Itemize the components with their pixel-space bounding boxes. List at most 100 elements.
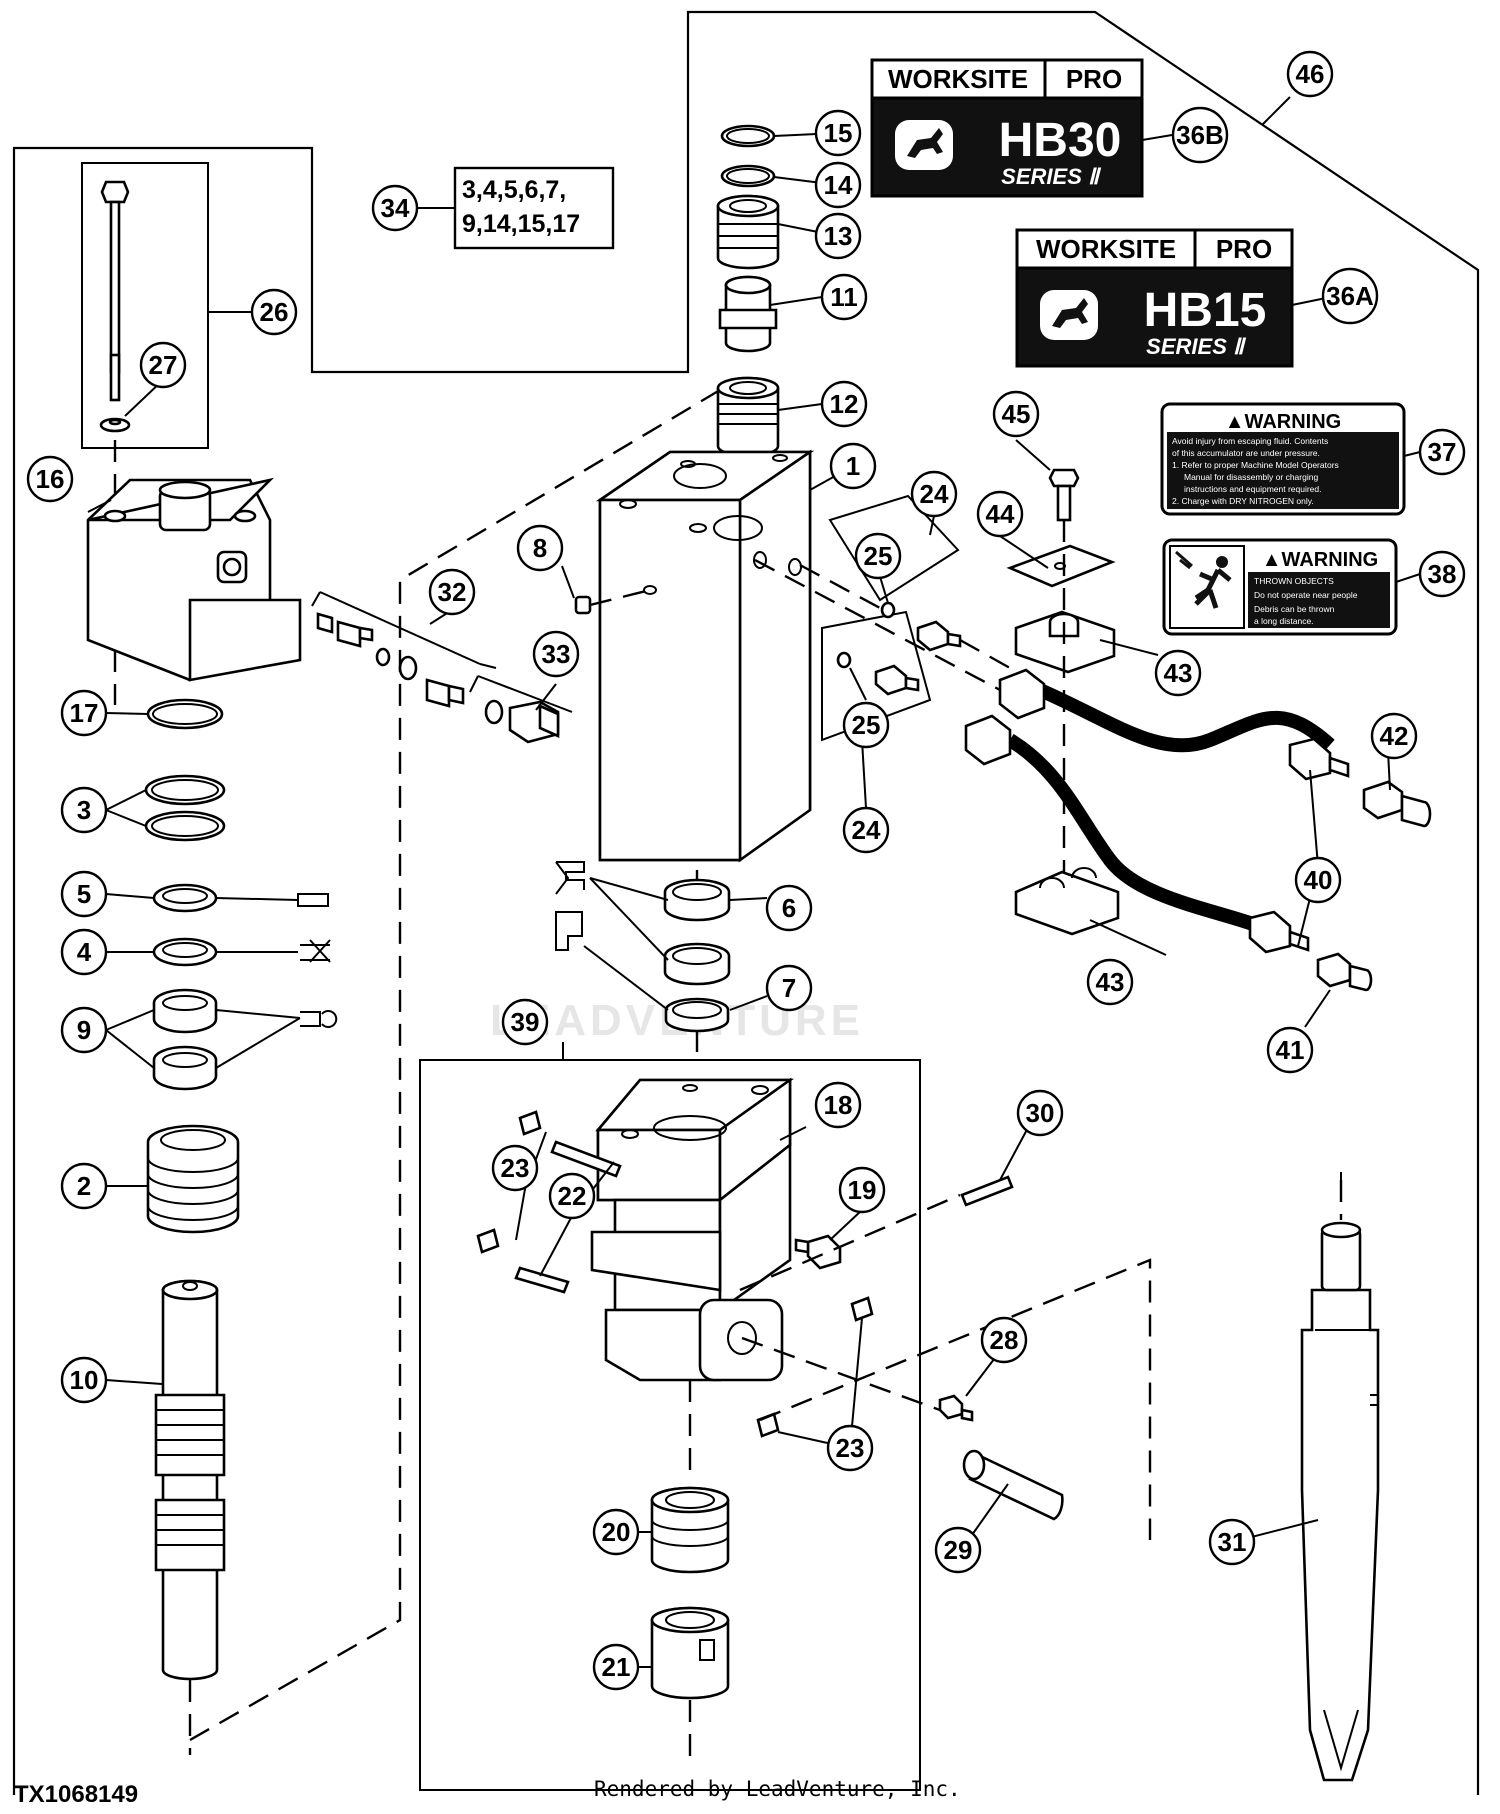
fitting-kit-24-lower bbox=[821, 610, 932, 742]
decal-hb15: WORKSITE PRO HB15 SERIES Ⅱ bbox=[1015, 228, 1294, 368]
svg-text:31: 31 bbox=[1218, 1527, 1247, 1557]
running-person-icon bbox=[1175, 550, 1232, 609]
callout-36A: 36A bbox=[1321, 267, 1379, 325]
front-head-box bbox=[419, 1059, 921, 1791]
svg-text:46: 46 bbox=[1296, 59, 1325, 89]
warning-37-title: ▲WARNING bbox=[1225, 411, 1341, 433]
sleeve-part bbox=[146, 1124, 240, 1234]
svg-text:44: 44 bbox=[986, 499, 1015, 529]
svg-text:32: 32 bbox=[438, 577, 467, 607]
callout-13: 13 bbox=[814, 212, 862, 260]
svg-text:22: 22 bbox=[558, 1181, 587, 1211]
svg-text:36B: 36B bbox=[1176, 120, 1224, 150]
callout-14: 14 bbox=[814, 161, 862, 209]
callout-45: 45 bbox=[992, 390, 1040, 438]
pin-22-a bbox=[550, 1140, 622, 1178]
callout-7: 7 bbox=[765, 964, 813, 1012]
plug-8 bbox=[574, 595, 592, 615]
fitting-kit-32 bbox=[311, 591, 481, 708]
svg-text:21: 21 bbox=[602, 1652, 631, 1682]
seal-7 bbox=[664, 997, 730, 1033]
svg-text:43: 43 bbox=[1096, 967, 1125, 997]
hose-lower bbox=[964, 714, 1310, 954]
cylinder-head-part bbox=[86, 477, 302, 682]
svg-text:9: 9 bbox=[77, 1015, 91, 1045]
svg-text:3: 3 bbox=[77, 795, 91, 825]
decal-hb30-brand-right: PRO bbox=[1066, 64, 1122, 94]
callout-11: 11 bbox=[820, 273, 868, 321]
svg-text:45: 45 bbox=[1002, 399, 1031, 429]
svg-text:38: 38 bbox=[1428, 559, 1457, 589]
svg-text:27: 27 bbox=[149, 350, 178, 380]
figure-id: TX1068149 bbox=[14, 1781, 138, 1808]
callout-17: 17 bbox=[60, 689, 108, 737]
kit-contents-box: 3,4,5,6,7, 9,14,15,17 bbox=[453, 166, 615, 250]
callout-26: 26 bbox=[250, 288, 298, 336]
callout-34: 34 bbox=[371, 184, 419, 232]
callout-41: 41 bbox=[1266, 1026, 1314, 1074]
pin-23-a bbox=[518, 1110, 542, 1136]
deer-icon bbox=[907, 128, 943, 158]
svg-text:20: 20 bbox=[602, 1517, 631, 1547]
svg-text:43: 43 bbox=[1164, 658, 1193, 688]
svg-text:25: 25 bbox=[864, 541, 893, 571]
svg-text:13: 13 bbox=[824, 221, 853, 251]
seals-6 bbox=[663, 878, 731, 986]
callout-4: 4 bbox=[60, 928, 108, 976]
callout-18: 18 bbox=[814, 1081, 862, 1129]
svg-text:4: 4 bbox=[77, 937, 92, 967]
svg-text:10: 10 bbox=[70, 1365, 99, 1395]
callout-23-c: 23 bbox=[0, 0, 14, 15]
callout-38: 38 bbox=[1418, 550, 1466, 598]
pin-23-b bbox=[476, 1228, 500, 1254]
svg-text:14: 14 bbox=[824, 170, 853, 200]
valve-sleeve-13 bbox=[716, 194, 780, 270]
svg-text:12: 12 bbox=[830, 389, 859, 419]
decal-hb15-brand-right: PRO bbox=[1216, 234, 1272, 264]
decal-hb15-series: SERIES Ⅱ bbox=[1146, 334, 1247, 359]
svg-text:23: 23 bbox=[501, 1153, 530, 1183]
warning-decal-thrown-objects: ▲WARNING THROWN OBJECTS Do not operate n… bbox=[1162, 538, 1398, 636]
warning-37-line-6: 2. Charge with DRY NITROGEN only. bbox=[1172, 496, 1314, 506]
callout-43-a: 43 bbox=[1154, 649, 1202, 697]
callout-25-a: 25 bbox=[854, 532, 902, 580]
callout-42: 42 bbox=[1370, 712, 1418, 760]
svg-text:28: 28 bbox=[990, 1325, 1019, 1355]
callout-5: 5 bbox=[60, 870, 108, 918]
svg-text:33: 33 bbox=[542, 639, 571, 669]
warning-37-line-1: Avoid injury from escaping fluid. Conten… bbox=[1172, 436, 1328, 446]
kit-contents-line-2: 9,14,15,17 bbox=[462, 210, 580, 238]
front-head-part bbox=[590, 1077, 795, 1382]
valve-body-12 bbox=[716, 376, 780, 458]
callout-1: 1 bbox=[829, 442, 877, 490]
kit-boundary-line bbox=[12, 10, 1480, 1795]
callout-9: 9 bbox=[60, 1006, 108, 1054]
plug-33 bbox=[469, 675, 573, 744]
callout-44: 44 bbox=[976, 490, 1024, 538]
seal-profile-symbols-6 bbox=[555, 861, 585, 951]
warning-38-line-2: Do not operate near people bbox=[1254, 590, 1358, 600]
kit-contents-line-1: 3,4,5,6,7, bbox=[462, 176, 566, 204]
fitting-lower bbox=[836, 651, 920, 696]
svg-text:37: 37 bbox=[1428, 437, 1457, 467]
callout-30: 30 bbox=[1016, 1089, 1064, 1137]
decal-hb15-model: HB15 bbox=[1144, 284, 1267, 337]
svg-text:25: 25 bbox=[852, 710, 881, 740]
callout-25-b: 25 bbox=[842, 701, 890, 749]
decal-hb30-brand-left: WORKSITE bbox=[888, 64, 1028, 94]
svg-text:1: 1 bbox=[846, 451, 860, 481]
warning-decal-accumulator: ▲WARNING Avoid injury from escaping flui… bbox=[1160, 402, 1406, 516]
callout-2: 2 bbox=[60, 1162, 108, 1210]
seals-3 bbox=[144, 774, 226, 842]
callout-23-a: 23 bbox=[491, 1144, 539, 1192]
decal-hb30: WORKSITE PRO HB30 SERIES Ⅱ bbox=[870, 58, 1144, 198]
callout-28: 28 bbox=[980, 1316, 1028, 1364]
deer-icon bbox=[1052, 298, 1088, 328]
svg-text:19: 19 bbox=[848, 1175, 877, 1205]
seal-profile-symbols bbox=[297, 893, 338, 1028]
svg-text:41: 41 bbox=[1276, 1035, 1305, 1065]
svg-text:36A: 36A bbox=[1326, 281, 1374, 311]
pin-22-b bbox=[514, 1266, 570, 1294]
hose-upper bbox=[998, 668, 1350, 781]
svg-text:18: 18 bbox=[824, 1090, 853, 1120]
